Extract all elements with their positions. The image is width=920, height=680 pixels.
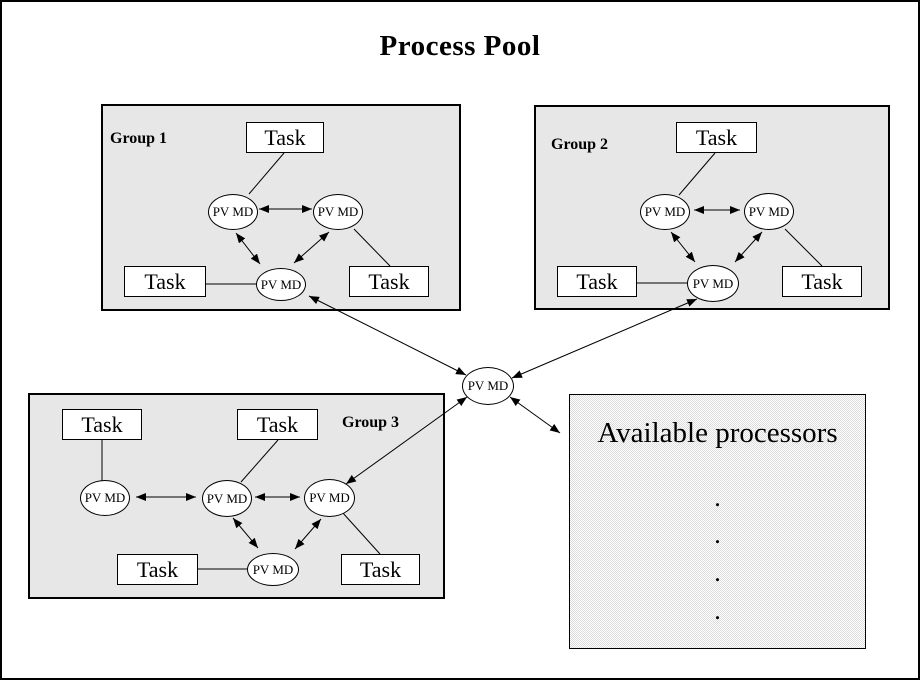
available-processors-box: Available processors . . . . (569, 394, 866, 649)
group-2-task-right: Task (782, 266, 862, 297)
group-1-task-left: Task (124, 266, 206, 297)
group-3-pvmd-left: PV MD (80, 480, 130, 516)
diagram-title: Process Pool (379, 30, 541, 62)
group-2-task-left: Task (557, 266, 637, 297)
group-1-task-right: Task (349, 266, 429, 297)
group-3-pvmd-bottom: PV MD (247, 553, 299, 586)
group-3-pvmd-right: PV MD (304, 479, 355, 517)
ellipsis-dot: . (714, 558, 721, 587)
ellipsis-dot: . (714, 596, 721, 625)
group-2-task-top: Task (676, 122, 757, 153)
group-1-label: Group 1 (110, 130, 168, 147)
edge-pool-group2 (511, 298, 698, 379)
pool-pvmd: PV MD (462, 367, 514, 405)
group-3-task-topleft: Task (62, 409, 142, 440)
group-1-task-top: Task (246, 122, 324, 153)
group-1-pvmd-left: PV MD (208, 194, 258, 230)
group-1-pvmd-right: PV MD (313, 194, 363, 230)
ellipsis-dot: . (714, 483, 721, 512)
edge-pool-available (509, 396, 561, 434)
group-3-task-bottomleft: Task (117, 554, 198, 585)
group-3-task-bottomright: Task (341, 554, 420, 585)
group-2-pvmd-bottom: PV MD (687, 265, 739, 302)
available-processors-title: Available processors (597, 417, 838, 449)
ellipsis-dot: . (714, 520, 721, 549)
group-2-label: Group 2 (551, 136, 609, 153)
group-3-task-topmid: Task (237, 409, 318, 440)
group-1-pvmd-bottom: PV MD (256, 268, 306, 301)
group-3-label: Group 3 (342, 414, 400, 431)
group-3-pvmd-mid: PV MD (202, 480, 252, 517)
group-2-pvmd-right: PV MD (744, 193, 794, 230)
group-2-pvmd-left: PV MD (640, 194, 690, 230)
